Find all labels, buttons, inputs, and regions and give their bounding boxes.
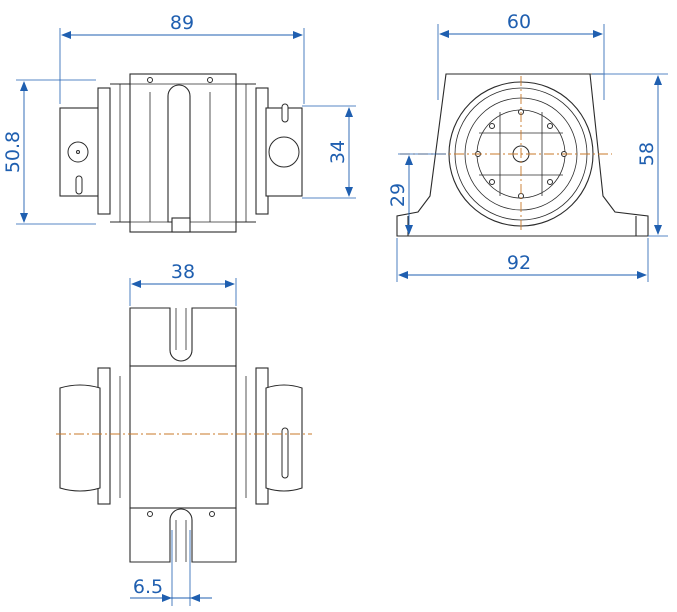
dim-58-label: 58 xyxy=(636,142,658,166)
plan-left-shaft xyxy=(59,384,101,492)
front-view xyxy=(59,73,303,233)
dim-6-5-label: 6.5 xyxy=(133,576,163,598)
front-left-collar xyxy=(97,87,111,215)
dim-92-label: 92 xyxy=(507,252,531,274)
front-slot xyxy=(167,84,191,223)
dim-89-label: 89 xyxy=(170,12,194,34)
dimensions: 89 50.8 34 60 58 29 92 38 xyxy=(2,11,668,606)
end-view xyxy=(396,73,649,237)
dim-38-label: 38 xyxy=(171,261,195,283)
dim-34-label: 34 xyxy=(327,140,349,164)
front-right-boss xyxy=(268,136,300,168)
plan-view xyxy=(56,307,312,563)
dim-60-label: 60 xyxy=(507,11,531,33)
plan-top-foot xyxy=(129,307,237,367)
plan-body xyxy=(129,365,237,509)
plan-bottom-foot xyxy=(129,507,237,563)
dim-29-label: 29 xyxy=(387,183,409,207)
dim-50-8-label: 50.8 xyxy=(2,131,24,173)
